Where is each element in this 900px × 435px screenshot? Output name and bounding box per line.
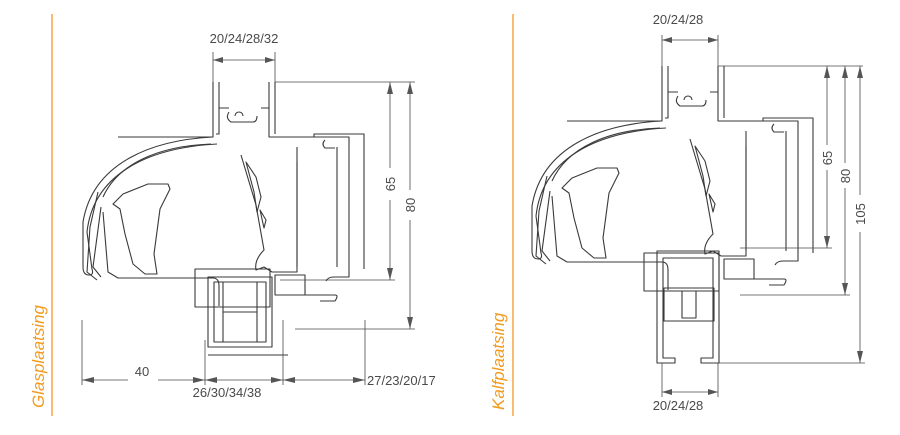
- dim-bottom-label: 20/24/28: [653, 398, 704, 413]
- dim-105-label: 105: [853, 203, 868, 225]
- dim-65-label: 65: [820, 151, 835, 165]
- left-caption: Glasplaatsing: [29, 304, 48, 408]
- dim-bottom-right-label: 27/23/20/17: [367, 373, 436, 388]
- right-panel: 20/24/28 65 80 105 20/24/28 Kalfplaatsin…: [489, 12, 868, 416]
- right-caption: Kalfplaatsing: [489, 312, 508, 410]
- left-panel: 20/24/28/32 65 80 40 26/30/34/38 27/23/2…: [29, 14, 436, 416]
- dim-80-label: 80: [838, 169, 853, 183]
- dim-40-label: 40: [135, 364, 149, 379]
- left-profile-drawing: [82, 81, 365, 356]
- dim-bottom-mid-label: 26/30/34/38: [193, 385, 262, 400]
- right-profile-drawing: [531, 65, 814, 364]
- dim-80-label: 80: [403, 198, 418, 212]
- dim-top-label: 20/24/28/32: [210, 31, 279, 46]
- dim-65-label: 65: [383, 177, 398, 191]
- dim-top-label: 20/24/28: [653, 12, 704, 27]
